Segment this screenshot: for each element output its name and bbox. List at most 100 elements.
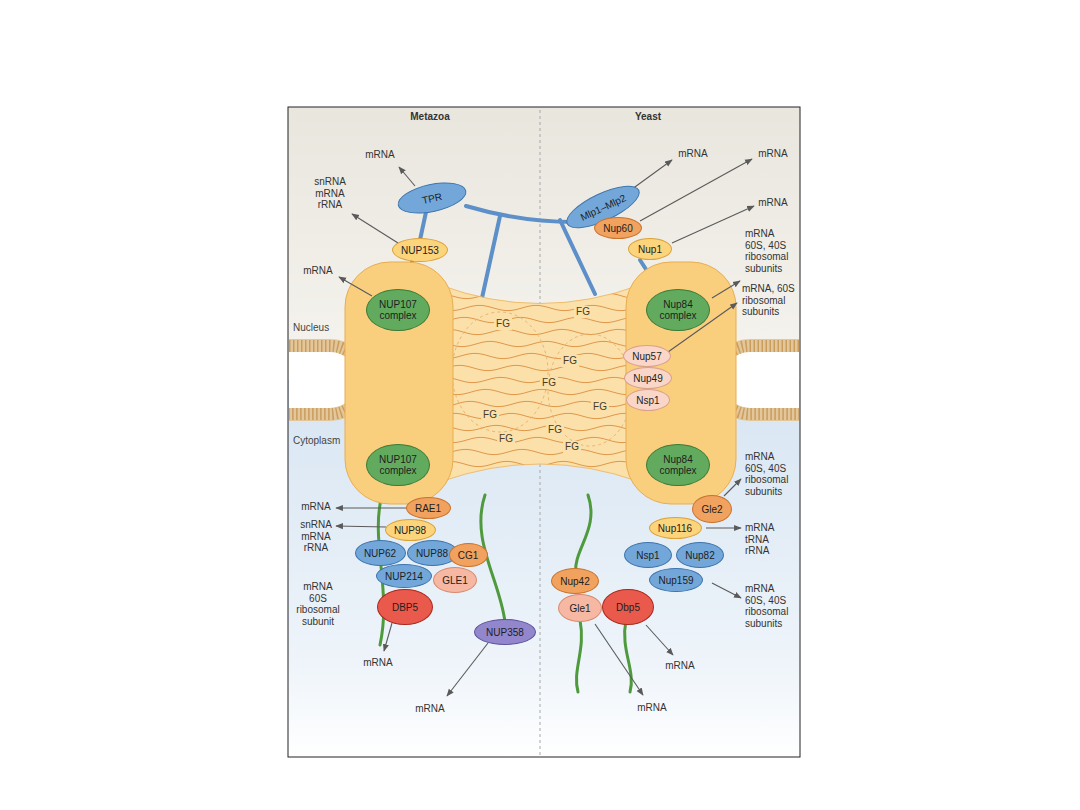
export-arrow <box>640 159 752 221</box>
node-text-group: TPR <box>421 191 443 206</box>
cargo-label: mRNA <box>301 501 330 513</box>
fg-repeat <box>440 449 640 455</box>
node-text-group: Nup84 complex <box>655 299 701 321</box>
cargo-label: mRNA <box>678 148 707 160</box>
node-text-group: Dbp5 <box>616 602 640 613</box>
basket-filament <box>482 216 500 298</box>
nucleoporin-oval: Nup116 <box>649 517 702 539</box>
protein-name: NUP107 complex <box>375 454 421 476</box>
node-text-group: NUP358 <box>486 627 524 638</box>
protein-name: GLE1 <box>442 575 468 586</box>
node-text-group: Nup1 <box>638 244 662 255</box>
export-arrow <box>352 214 398 243</box>
fg-repeat <box>440 401 640 407</box>
nucleoporin-oval: Nup84 complex <box>646 289 710 331</box>
protein-name: NUP358 <box>486 627 524 638</box>
export-arrow <box>595 624 643 695</box>
node-text-group: NUP62 <box>364 548 396 559</box>
node-text-group: Nup84 complex <box>655 454 701 476</box>
node-text-group: Nup116 <box>658 523 692 534</box>
nucleoporin-oval: Nup42 <box>551 568 599 594</box>
fg-repeat <box>440 437 640 442</box>
nucleoporin-oval: RAE1 <box>406 497 451 519</box>
fg-repeat <box>440 317 640 322</box>
nucleoporin-oval: TPR <box>395 177 469 219</box>
basket-filament <box>560 220 595 294</box>
protein-name: Gle2 <box>701 504 722 515</box>
nucleoporin-oval: Gle2 <box>692 495 732 523</box>
protein-name: NUP214 <box>385 571 423 582</box>
fg-repeat-label: FG <box>563 441 581 453</box>
cargo-label: mRNA, 60S ribosomal subunits <box>742 283 798 318</box>
protein-name: NUP98 <box>394 525 426 536</box>
node-text-group: GLE1 <box>442 575 468 586</box>
nucleoporin-oval: NUP107 complex <box>366 289 430 331</box>
cargo-label: mRNA 60S, 40S ribosomal subunits <box>745 451 793 497</box>
protein-name: Nup82 <box>685 550 714 561</box>
node-text-group: Nsp1 <box>636 395 659 406</box>
fg-repeat <box>440 365 640 370</box>
protein-name: RAE1 <box>415 503 441 514</box>
export-arrow <box>339 277 372 296</box>
nucleoporin-oval: Nsp1 <box>624 542 672 568</box>
cargo-label: mRNA <box>415 703 444 715</box>
protein-name: Nup49 <box>633 373 662 384</box>
fg-repeat-label: FG <box>481 409 499 421</box>
cargo-label: mRNA <box>303 265 332 277</box>
protein-name: TPR <box>421 191 443 206</box>
nucleoporin-oval: Nup49 <box>624 367 672 389</box>
cargo-label: mRNA <box>363 657 392 669</box>
region-label: Cytoplasm <box>293 435 340 447</box>
node-text-group: NUP107 complex <box>375 299 421 321</box>
nucleoporin-oval: Nup159 <box>649 568 703 592</box>
export-arrow <box>646 625 673 655</box>
protein-name: DBP5 <box>392 602 418 613</box>
node-text-group: NUP88 <box>416 548 448 559</box>
fg-repeat-label: FG <box>561 355 579 367</box>
fg-repeat-label: FG <box>574 306 592 318</box>
nucleoporin-oval: Gle1 <box>558 594 602 622</box>
export-arrow <box>712 583 741 598</box>
fg-repeat <box>440 425 640 431</box>
export-arrow <box>447 643 488 696</box>
export-arrow <box>712 281 740 298</box>
cargo-label: mRNA <box>665 660 694 672</box>
column-heading: Metazoa <box>410 111 449 123</box>
nucleoporin-oval: Nup60 <box>594 217 642 239</box>
export-arrow <box>706 527 741 528</box>
protein-name: CG1 <box>458 550 479 561</box>
central-channel <box>440 285 640 482</box>
nucleoporin-oval: NUP62 <box>355 540 406 566</box>
scaffold-ring <box>345 262 453 504</box>
fg-meshwork <box>452 312 548 432</box>
export-arrow <box>384 623 392 651</box>
fg-repeat-label: FG <box>540 377 558 389</box>
export-arrow <box>336 526 386 527</box>
protein-name: NUP62 <box>364 548 396 559</box>
node-text-group: Nup42 <box>560 576 589 587</box>
protein-name: Gle1 <box>569 603 590 614</box>
export-arrow <box>672 206 754 243</box>
node-text-group: Nup82 <box>685 550 714 561</box>
node-text-group: NUP107 complex <box>375 454 421 476</box>
protein-name: Nup116 <box>658 523 692 534</box>
cargo-label: mRNA 60S ribosomal subunit <box>294 581 342 627</box>
fg-repeat <box>440 305 640 310</box>
node-text-group: NUP153 <box>401 245 439 256</box>
basket-filament <box>420 212 426 240</box>
protein-name: Nup60 <box>603 223 632 234</box>
figure-frame <box>288 107 800 757</box>
nucleoporin-oval: GLE1 <box>433 567 477 593</box>
nucleoporin-oval: Dbp5 <box>602 589 654 625</box>
protein-name: Nup84 complex <box>655 454 701 476</box>
nucleoporin-oval: CG1 <box>449 543 488 567</box>
node-text-group: RAE1 <box>415 503 441 514</box>
protein-name: Nup1 <box>638 244 662 255</box>
node-text-group: Nsp1 <box>636 550 659 561</box>
scaffold-ring <box>626 262 736 504</box>
protein-name: Dbp5 <box>616 602 640 613</box>
cargo-label: snRNA mRNA rRNA <box>313 176 347 211</box>
export-arrow <box>399 167 415 186</box>
protein-name: Nsp1 <box>636 395 659 406</box>
